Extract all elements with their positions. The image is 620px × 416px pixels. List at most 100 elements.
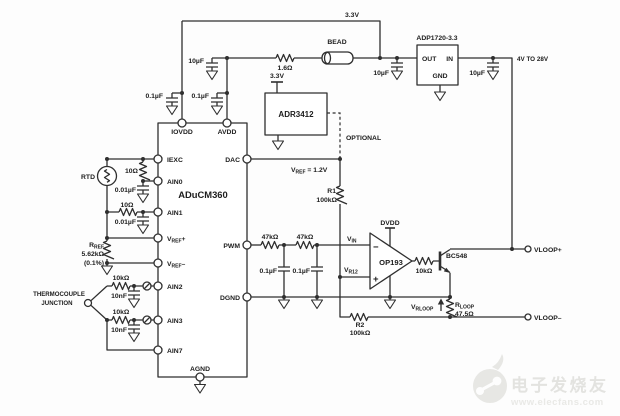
cap-01uf-iovdd-label: 0.1µF [145, 93, 163, 100]
cap-001uf-ain1-symbol [136, 212, 150, 235]
thermocouple-junction-node [83, 298, 93, 308]
r2-value: 100kΩ [350, 330, 371, 337]
opamp-minus-sign: − [373, 242, 379, 253]
vin-label: VIN [347, 236, 357, 245]
rtd-symbol [96, 165, 118, 187]
vloop-plus-terminal [524, 245, 532, 253]
regulator-pin-in: IN [446, 56, 453, 63]
resistor-10k-ain3-symbol [111, 315, 131, 325]
resistor-47k-2-symbol [295, 240, 315, 250]
r-ain2-label: 10kΩ [113, 275, 130, 282]
gnd-adr [271, 140, 285, 151]
vrloop-arrow-icon [437, 298, 445, 311]
pin-iovdd: IOVDD [171, 129, 193, 136]
regulator-pin-gnd: GND [432, 73, 447, 80]
pin-pwm: PWM [223, 243, 240, 250]
rref-value: 5.62kΩ [82, 251, 105, 258]
ferrite-bead-symbol [321, 51, 354, 65]
pin-ain3: AIN3 [167, 318, 183, 325]
pin-ain7: AIN7 [167, 348, 183, 355]
resistor-10k-base-symbol [414, 256, 434, 266]
resistor-10k-ain2-symbol [111, 281, 131, 291]
resistor-10r-iexc-symbol [138, 161, 151, 181]
c-pwm2-label: 0.1µF [292, 268, 310, 275]
pin-circles [153, 118, 532, 382]
gnd-opamp [383, 299, 397, 310]
pin-ain2: AIN2 [167, 284, 183, 291]
adp1720-body [416, 44, 459, 86]
watermark-url: www.elecfans.com [510, 397, 604, 408]
transistor-label: BC548 [446, 253, 467, 260]
resistor-1r6-label: 1.6Ω [278, 65, 293, 72]
gnd-agnd [193, 383, 207, 394]
resistor-1r6-symbol [275, 53, 295, 63]
cap-01uf-avdd-label: 0.1µF [191, 93, 209, 100]
c-ain3-label: 10nF [111, 327, 127, 334]
pin-ain1: AIN1 [167, 210, 183, 217]
vloop-minus-terminal [524, 313, 532, 321]
pin-avdd: AVDD [218, 129, 237, 136]
rloop-label: RLOOP [455, 302, 475, 311]
opamp-plus-sign: + [373, 274, 379, 285]
gnd-dgnd-2 [310, 299, 324, 310]
vloop-minus-label: VLOOP– [534, 315, 562, 322]
regulator-pin-out: OUT [422, 56, 437, 63]
thermocouple-label-1: THERMOCOUPLE [33, 291, 85, 298]
mcu-name: ADuCM360 [178, 189, 228, 200]
input-range-label: 4V TO 28V [517, 56, 549, 63]
c-pwm1-label: 0.1µF [259, 268, 277, 275]
vr12-label: VR12 [344, 267, 358, 276]
junction-dots [105, 56, 514, 322]
gnd-reg [433, 91, 447, 102]
r-pwm2-label: 47kΩ [297, 234, 314, 241]
vrloop-label: VRLOOP [411, 304, 434, 313]
r-pwm1-label: 47kΩ [262, 234, 279, 241]
cap-01uf-avdd-symbol [210, 93, 224, 116]
pin-vref-minus: VREF– [167, 261, 186, 270]
gnd-dgnd-1 [277, 299, 291, 310]
rail-3v3-label: 3.3V [345, 12, 359, 19]
cap-10uf-regin-symbol [486, 58, 500, 81]
wires [90, 20, 525, 385]
r1-value: 100kΩ [316, 197, 337, 204]
resistor-r2-symbol [349, 312, 369, 322]
cap-10nf-ain3-symbol [127, 320, 141, 343]
cap-01uf-iovdd-symbol [165, 93, 179, 116]
r1-label: R1 [327, 188, 336, 195]
jumper-icon [142, 281, 152, 325]
r-base-label: 10kΩ [416, 268, 433, 275]
resistor-10r-ain1-symbol [118, 207, 138, 217]
bead-label: BEAD [327, 39, 346, 46]
r-ain3-label: 10kΩ [113, 309, 130, 316]
vref-net-label: VREF = 1.2V [291, 167, 328, 176]
pin-dac: DAC [225, 157, 240, 164]
opamp-symbol [369, 232, 413, 290]
gnd-vrefm [100, 265, 114, 276]
cap-10uf-avdd-symbol [205, 58, 219, 81]
transistor-symbol [438, 248, 451, 274]
optional-label: OPTIONAL [346, 135, 381, 142]
resistor-symbols [102, 53, 458, 325]
rref-label: RREF [89, 242, 104, 251]
r-iexc-label: 10Ω [125, 168, 139, 175]
resistor-r1-symbol [335, 185, 348, 205]
thermocouple-label-2: JUNCTION [41, 300, 72, 307]
c-ain2-label: 10nF [111, 293, 127, 300]
c-ain1-label: 0.01µF [115, 219, 136, 226]
dvdd-label: DVDD [380, 220, 399, 227]
cap-10uf-regout-symbol [390, 58, 404, 81]
cap-10uf-regin-label: 10µF [469, 70, 485, 77]
pin-vref-plus: VREF+ [167, 236, 186, 245]
mcu-body [157, 122, 248, 378]
ground-symbols [100, 91, 447, 394]
resistor-rloop-symbol [445, 298, 458, 318]
rref-tolerance: (0.1%) [84, 260, 104, 267]
cap-10nf-ain2-symbol [127, 286, 141, 309]
cap-10uf-regout-label: 10µF [373, 70, 389, 77]
pin-iexc: IEXC [167, 157, 183, 164]
resistor-47k-1-symbol [260, 240, 280, 250]
cap-10uf-avdd-label: 10µF [188, 58, 204, 65]
regulator-name: ADP1720-3.3 [416, 35, 457, 42]
